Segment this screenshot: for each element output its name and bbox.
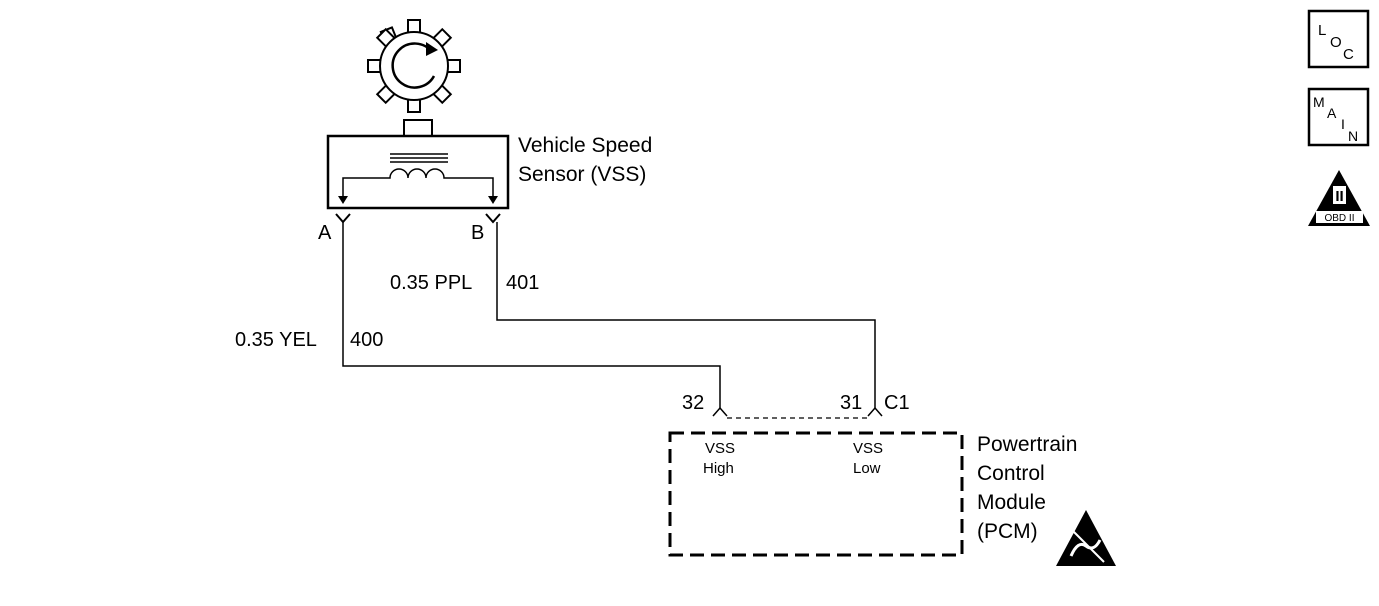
pcm-name-line4: (PCM) xyxy=(977,520,1038,543)
terminal-a-icon xyxy=(335,213,351,224)
wire-yel-label: 0.35 YEL xyxy=(235,329,317,351)
sensor-title-line1: Vehicle Speed xyxy=(518,134,652,157)
wire-yel-circuit: 400 xyxy=(350,329,383,351)
wire-yel-400 xyxy=(342,222,721,408)
pcm-name-line3: Module xyxy=(977,491,1046,514)
wire-ppl-401 xyxy=(496,222,876,408)
arrow-b-icon xyxy=(488,196,498,204)
vss-high-label-line2: High xyxy=(703,460,734,477)
loc-letter-l: L xyxy=(1318,22,1326,39)
loc-button[interactable]: L O C xyxy=(1307,9,1370,69)
pcm-name-line1: Powertrain xyxy=(977,433,1077,456)
main-letter-a: A xyxy=(1327,105,1337,121)
pcm-pin-32-icon xyxy=(712,406,728,417)
pcm-name-line2: Control xyxy=(977,462,1045,485)
coil-icon xyxy=(342,153,494,200)
terminal-b-icon xyxy=(485,213,501,224)
main-letter-m: M xyxy=(1313,94,1325,110)
obd-label: OBD II xyxy=(1324,213,1354,224)
loc-letter-c: C xyxy=(1343,46,1354,63)
vss-high-label-line1: VSS xyxy=(705,440,735,457)
wire-ppl-label: 0.35 PPL xyxy=(390,272,472,294)
pin-a-label: A xyxy=(318,222,332,244)
vss-low-label-line1: VSS xyxy=(853,440,883,457)
reluctor-wheel-icon xyxy=(367,19,461,113)
connector-c1-label: C1 xyxy=(884,392,910,414)
sensor-tip xyxy=(403,119,433,137)
vss-low-label-line2: Low xyxy=(853,460,881,477)
obd-ii-button[interactable]: II OBD II xyxy=(1308,170,1370,226)
main-letter-n: N xyxy=(1348,128,1358,144)
arrow-a-icon xyxy=(338,196,348,204)
pcm-pin-32-label: 32 xyxy=(682,392,704,414)
sensor-title-line2: Sensor (VSS) xyxy=(518,163,646,186)
pcm-pin-31-icon xyxy=(867,406,883,417)
wire-ppl-circuit: 401 xyxy=(506,272,539,294)
pcm-pin-31-label: 31 xyxy=(840,392,862,414)
main-button[interactable]: M A I N xyxy=(1307,87,1370,147)
pcm-box xyxy=(668,431,964,557)
pin-b-label: B xyxy=(471,222,484,244)
main-letter-i: I xyxy=(1341,116,1345,132)
vss-sensor-body xyxy=(326,134,510,210)
loc-letter-o: O xyxy=(1330,34,1342,51)
esd-warning-icon xyxy=(1056,510,1116,566)
obd-numeral: II xyxy=(1335,188,1343,205)
